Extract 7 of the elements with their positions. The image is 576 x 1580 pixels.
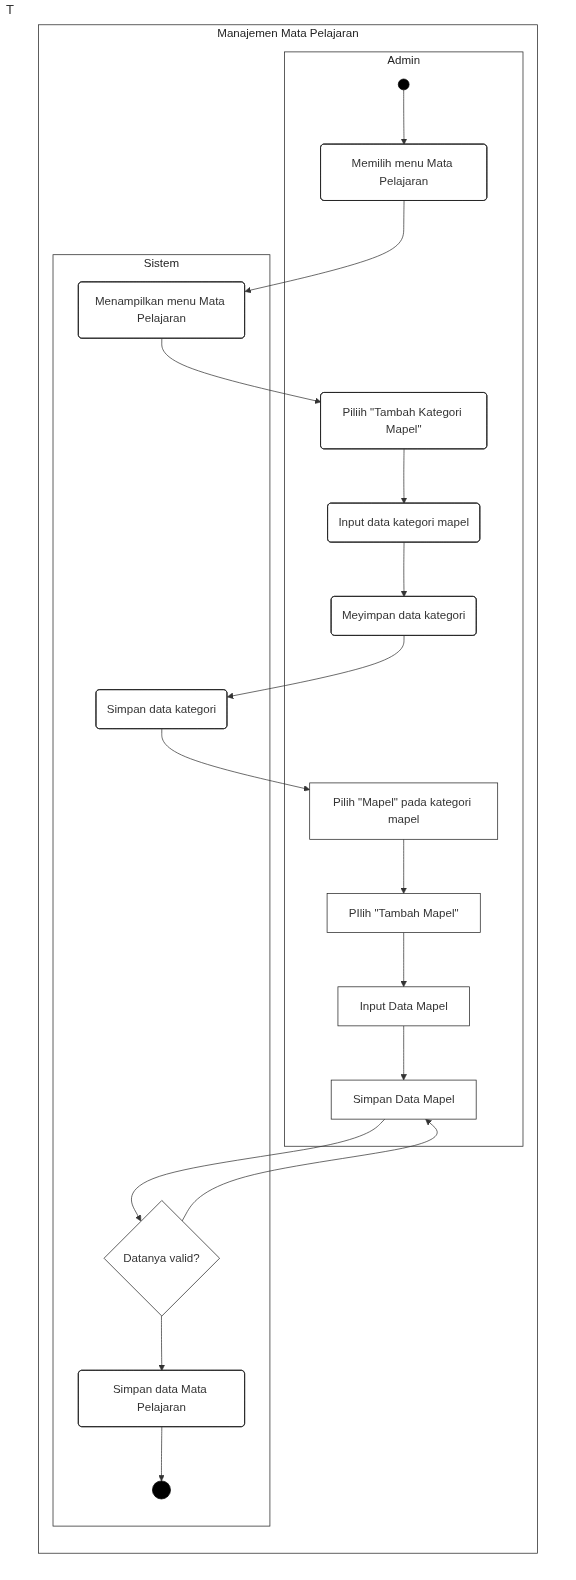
node-box: Input Data Mapel xyxy=(337,986,470,1027)
node-box: PIlih "Tambah Mapel" xyxy=(326,893,481,933)
note-text: T xyxy=(6,2,14,17)
node-box: Simpan Data Mapel xyxy=(330,1079,477,1120)
node-box: Pilih "Mapel" pada kategori mapel xyxy=(309,782,499,840)
node-circle xyxy=(397,78,410,91)
node-diamond: Datanya valid? xyxy=(103,1200,220,1317)
